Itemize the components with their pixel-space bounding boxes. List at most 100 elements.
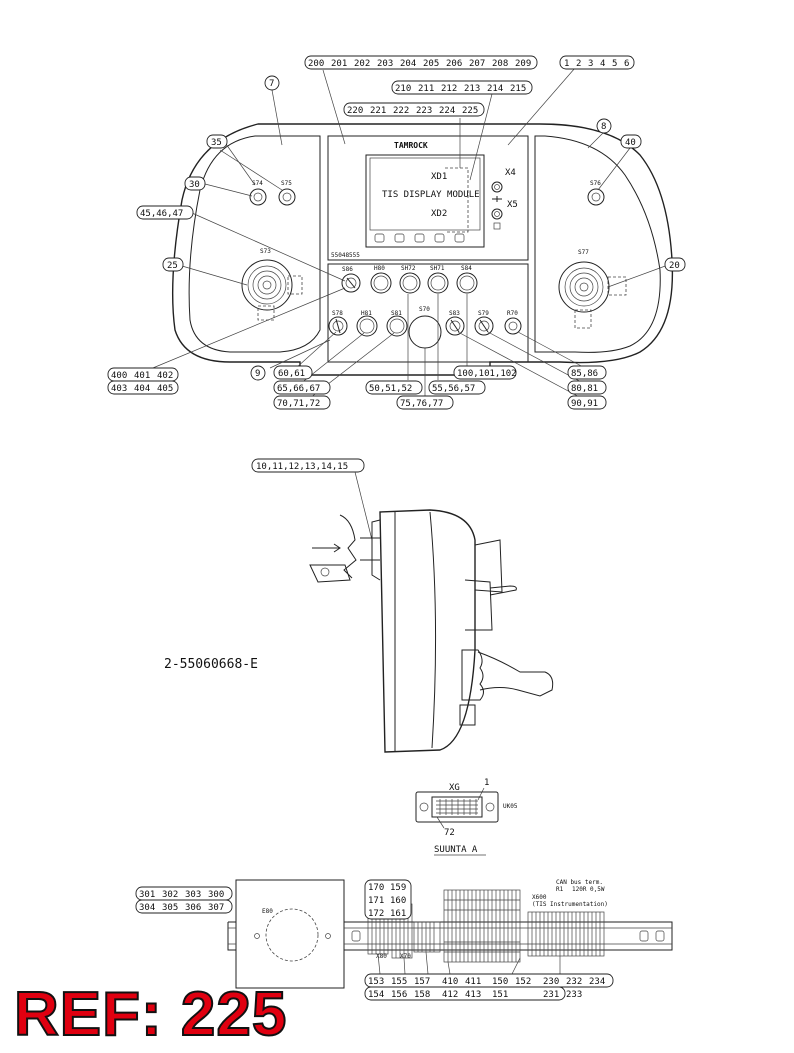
svg-text:20: 20 — [669, 261, 680, 271]
svg-text:202: 202 — [354, 59, 370, 69]
svg-text:232: 232 — [566, 977, 582, 987]
s76-label: S76 — [590, 180, 601, 187]
connector-xg: XG 1 UK05 72 SUUNTA A — [415, 778, 518, 856]
svg-text:151: 151 — [492, 990, 508, 1000]
joystick-s77: S77 — [558, 249, 627, 329]
xd2-label: XD2 — [431, 209, 447, 219]
svg-text:157: 157 — [414, 977, 430, 987]
svg-text:85,86: 85,86 — [571, 369, 598, 379]
callout-35: 35 — [206, 134, 228, 149]
r70-label: R70 — [507, 310, 518, 317]
svg-text:7: 7 — [269, 79, 274, 89]
callout-90: 90,91 — [567, 395, 607, 410]
svg-text:301: 301 — [139, 890, 155, 900]
s70-label: S70 — [419, 306, 430, 313]
svg-text:404: 404 — [134, 384, 150, 394]
display-module-label: TIS DISPLAY MODULE — [382, 190, 480, 200]
can-note: CAN bus term. — [556, 879, 603, 886]
svg-text:302: 302 — [162, 890, 178, 900]
tis-label: (TIS Instrumentation) — [532, 901, 608, 908]
s83-label: S83 — [449, 310, 460, 317]
terminal-blocks-x600 — [527, 911, 605, 957]
callout-50: 50,51,52 — [365, 380, 423, 395]
svg-text:170: 170 — [368, 883, 384, 893]
svg-text:155: 155 — [391, 977, 407, 987]
callout-55: 55,56,57 — [428, 380, 486, 395]
callout-100: 100,101,102 — [453, 365, 517, 380]
svg-text:307: 307 — [208, 903, 224, 913]
brand-logo-text: TAMROCK — [394, 141, 428, 150]
x80-label: X80 — [376, 953, 387, 960]
svg-text:200: 200 — [308, 59, 324, 69]
resistor-value: 120R 0,5W — [572, 886, 605, 893]
svg-text:70,71,72: 70,71,72 — [277, 399, 320, 409]
leader-lines — [147, 67, 669, 401]
svg-text:55,56,57: 55,56,57 — [432, 384, 475, 394]
svg-text:154: 154 — [368, 990, 384, 1000]
svg-text:215: 215 — [510, 84, 526, 94]
svg-text:234: 234 — [589, 977, 605, 987]
r1-label: R1 — [556, 886, 564, 893]
callout-8: 8 — [596, 118, 612, 134]
s74-label: S74 — [252, 180, 263, 187]
svg-text:3: 3 — [588, 59, 593, 69]
terminal-blocks-main — [443, 889, 521, 963]
svg-text:208: 208 — [492, 59, 508, 69]
svg-text:25: 25 — [167, 261, 178, 271]
svg-text:5: 5 — [612, 59, 617, 69]
s86-label: S86 — [342, 266, 353, 273]
drawing-number: 2-55060668-E — [164, 657, 258, 672]
pin-1-label: 1 — [484, 778, 489, 788]
svg-text:10,11,12,13,14,15: 10,11,12,13,14,15 — [256, 462, 348, 472]
callout-20: 20 — [664, 257, 686, 272]
joystick-s73: S73 — [241, 248, 303, 321]
svg-text:1: 1 — [564, 59, 569, 69]
control-panel-top-view: TIS DISPLAY MODULE XD1 XD2 TAMROCK 55048… — [147, 67, 674, 401]
h81-label: H81 — [361, 310, 372, 317]
svg-text:213: 213 — [464, 84, 480, 94]
svg-text:35: 35 — [211, 138, 222, 148]
svg-text:305: 305 — [162, 903, 178, 913]
svg-text:209: 209 — [515, 59, 531, 69]
svg-text:405: 405 — [157, 384, 173, 394]
callout-25: 25 — [162, 257, 184, 272]
svg-text:100,101,102: 100,101,102 — [457, 369, 517, 379]
svg-text:400: 400 — [111, 371, 127, 381]
x70-label: X70 — [400, 953, 411, 960]
x600-label: X600 — [532, 894, 547, 901]
svg-text:2: 2 — [576, 59, 581, 69]
svg-text:6: 6 — [624, 59, 629, 69]
svg-text:90,91: 90,91 — [571, 399, 598, 409]
control-panel-side-view: 10,11,12,13,14,15 2-55060668-E — [164, 458, 554, 753]
e80-label: E80 — [262, 908, 273, 915]
svg-text:222: 222 — [393, 106, 409, 116]
svg-text:225: 225 — [462, 106, 478, 116]
s77-label: S77 — [578, 249, 589, 256]
svg-text:50,51,52: 50,51,52 — [369, 384, 412, 394]
s73-label: S73 — [260, 248, 271, 255]
xg-label: XG — [449, 783, 460, 793]
connector-pin-grid — [436, 799, 478, 815]
svg-text:211: 211 — [418, 84, 434, 94]
svg-text:171: 171 — [368, 896, 384, 906]
x5-label: X5 — [507, 200, 518, 210]
svg-text:152: 152 — [515, 977, 531, 987]
din-rail-assembly: E80 X80 X70 X — [135, 879, 673, 1001]
svg-text:224: 224 — [439, 106, 455, 116]
direction-label: SUUNTA A — [434, 845, 478, 855]
s84-label: S84 — [461, 265, 472, 272]
svg-text:300: 300 — [208, 890, 224, 900]
svg-text:172: 172 — [368, 909, 384, 919]
callout-70: 70,71,72 — [273, 395, 331, 410]
s79-label: S79 — [478, 310, 489, 317]
s81-label: S81 — [391, 310, 402, 317]
s78-label: S78 — [332, 310, 343, 317]
svg-text:30: 30 — [189, 180, 200, 190]
